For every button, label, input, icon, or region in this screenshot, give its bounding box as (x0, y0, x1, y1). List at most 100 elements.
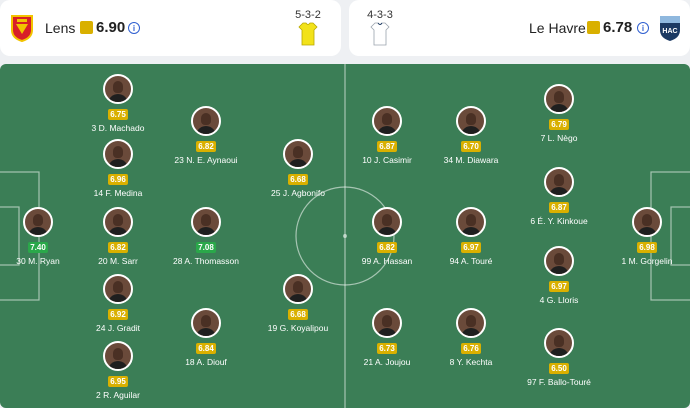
away-player-5[interactable]: 6.82 99 A. Hassan (342, 207, 432, 266)
player-name: 97 F. Ballo-Touré (527, 377, 591, 387)
home-player-6[interactable]: 6.82 20 M. Sarr (73, 207, 163, 266)
home-jersey-icon (298, 22, 318, 46)
player-name: 6 É. Y. Kinkoue (530, 216, 588, 226)
home-player-2[interactable]: 6.82 23 N. E. Aynaoui (161, 106, 251, 165)
player-avatar (191, 207, 221, 237)
home-player-5[interactable]: 7.40 30 M. Ryan (0, 207, 83, 266)
player-avatar (372, 106, 402, 136)
player-name: 94 A. Touré (449, 256, 493, 266)
away-player-11[interactable]: 6.50 97 F. Ballo-Touré (514, 328, 604, 387)
player-rating-badge: 6.73 (377, 343, 397, 354)
away-player-2[interactable]: 6.70 34 M. Diawara (426, 106, 516, 165)
player-rating-badge: 6.87 (377, 141, 397, 152)
player-avatar (103, 139, 133, 169)
player-avatar (23, 207, 53, 237)
player-name: 8 Y. Kechta (449, 357, 493, 367)
away-player-9[interactable]: 6.73 21 A. Joujou (342, 308, 432, 367)
player-name: 3 D. Machado (91, 123, 145, 133)
player-name: 7 L. Nègo (540, 133, 578, 143)
away-team-header: 4-3-3 Le Havre 6.78 i HAC (349, 0, 690, 56)
le-havre-crest-icon[interactable]: HAC (656, 14, 684, 42)
player-avatar (103, 274, 133, 304)
away-formation: 4-3-3 (367, 9, 393, 21)
away-crest-text: HAC (662, 28, 677, 35)
player-avatar (283, 274, 313, 304)
player-name: 1 M. Gorgelin (621, 256, 673, 266)
player-name: 34 M. Diawara (443, 155, 499, 165)
player-rating-badge: 6.84 (196, 343, 216, 354)
away-info-icon[interactable]: i (637, 22, 649, 34)
player-avatar (103, 74, 133, 104)
player-name: 28 A. Thomasson (173, 256, 239, 266)
player-name: 2 R. Aguilar (96, 390, 140, 400)
away-player-3[interactable]: 6.79 7 L. Nègo (514, 84, 604, 143)
player-rating-badge: 6.97 (549, 281, 569, 292)
player-rating-badge: 6.95 (108, 376, 128, 387)
player-avatar (372, 207, 402, 237)
player-name: 14 F. Medina (93, 188, 143, 198)
player-name: 23 N. E. Aynaoui (174, 155, 238, 165)
player-rating-badge: 6.68 (288, 174, 308, 185)
player-rating-badge: 6.82 (108, 242, 128, 253)
player-rating-badge: 6.70 (461, 141, 481, 152)
player-avatar (456, 207, 486, 237)
player-rating-badge: 7.08 (196, 242, 216, 253)
player-avatar (456, 308, 486, 338)
away-rating-square-icon (587, 21, 600, 34)
player-rating-badge: 6.82 (377, 242, 397, 253)
home-player-8[interactable]: 6.92 24 J. Gradit (73, 274, 163, 333)
home-info-icon[interactable]: i (128, 22, 140, 34)
player-avatar (103, 207, 133, 237)
player-rating-badge: 6.50 (549, 363, 569, 374)
player-rating-badge: 6.87 (549, 202, 569, 213)
away-player-7[interactable]: 6.98 1 M. Gorgelin (602, 207, 690, 266)
home-player-9[interactable]: 6.68 19 G. Koyalipou (253, 274, 343, 333)
player-name: 30 M. Ryan (16, 256, 60, 266)
player-avatar (372, 308, 402, 338)
home-team-rating: 6.90 (96, 19, 126, 36)
player-rating-badge: 6.92 (108, 309, 128, 320)
player-avatar (544, 246, 574, 276)
player-avatar (632, 207, 662, 237)
player-name: 21 A. Joujou (363, 357, 411, 367)
away-player-1[interactable]: 6.87 10 J. Casimir (342, 106, 432, 165)
player-name: 99 A. Hassan (361, 256, 413, 266)
player-rating-badge: 6.75 (108, 109, 128, 120)
player-avatar (191, 308, 221, 338)
player-name: 24 J. Gradit (96, 323, 140, 333)
player-rating-badge: 6.68 (288, 309, 308, 320)
home-rating-square-icon (80, 21, 93, 34)
player-rating-badge: 7.40 (28, 242, 48, 253)
home-team-header: Lens 6.90 i 5-3-2 (0, 0, 341, 56)
player-avatar (456, 106, 486, 136)
home-player-7[interactable]: 7.08 28 A. Thomasson (161, 207, 251, 266)
home-formation: 5-3-2 (295, 9, 321, 21)
away-player-4[interactable]: 6.87 6 É. Y. Kinkoue (514, 167, 604, 226)
player-name: 10 J. Casimir (362, 155, 412, 165)
away-player-10[interactable]: 6.76 8 Y. Kechta (426, 308, 516, 367)
home-player-1[interactable]: 6.75 3 D. Machado (73, 74, 163, 133)
player-rating-badge: 6.76 (461, 343, 481, 354)
home-player-11[interactable]: 6.95 2 R. Aguilar (73, 341, 163, 400)
lens-crest-icon[interactable] (8, 14, 36, 42)
player-avatar (544, 167, 574, 197)
player-name: 25 J. Agbonifo (271, 188, 325, 198)
player-rating-badge: 6.79 (549, 119, 569, 130)
player-rating-badge: 6.98 (637, 242, 657, 253)
player-avatar (283, 139, 313, 169)
player-avatar (191, 106, 221, 136)
away-team-name[interactable]: Le Havre (529, 20, 586, 36)
player-avatar (103, 341, 133, 371)
pitch: 6.75 3 D. Machado 6.82 23 N. E. Aynaoui 6.96… (0, 64, 690, 408)
player-rating-badge: 6.82 (196, 141, 216, 152)
player-avatar (544, 84, 574, 114)
home-player-4[interactable]: 6.68 25 J. Agbonifo (253, 139, 343, 198)
home-team-name[interactable]: Lens (45, 20, 76, 36)
player-name: 20 M. Sarr (98, 256, 138, 266)
player-name: 19 G. Koyalipou (267, 323, 329, 333)
